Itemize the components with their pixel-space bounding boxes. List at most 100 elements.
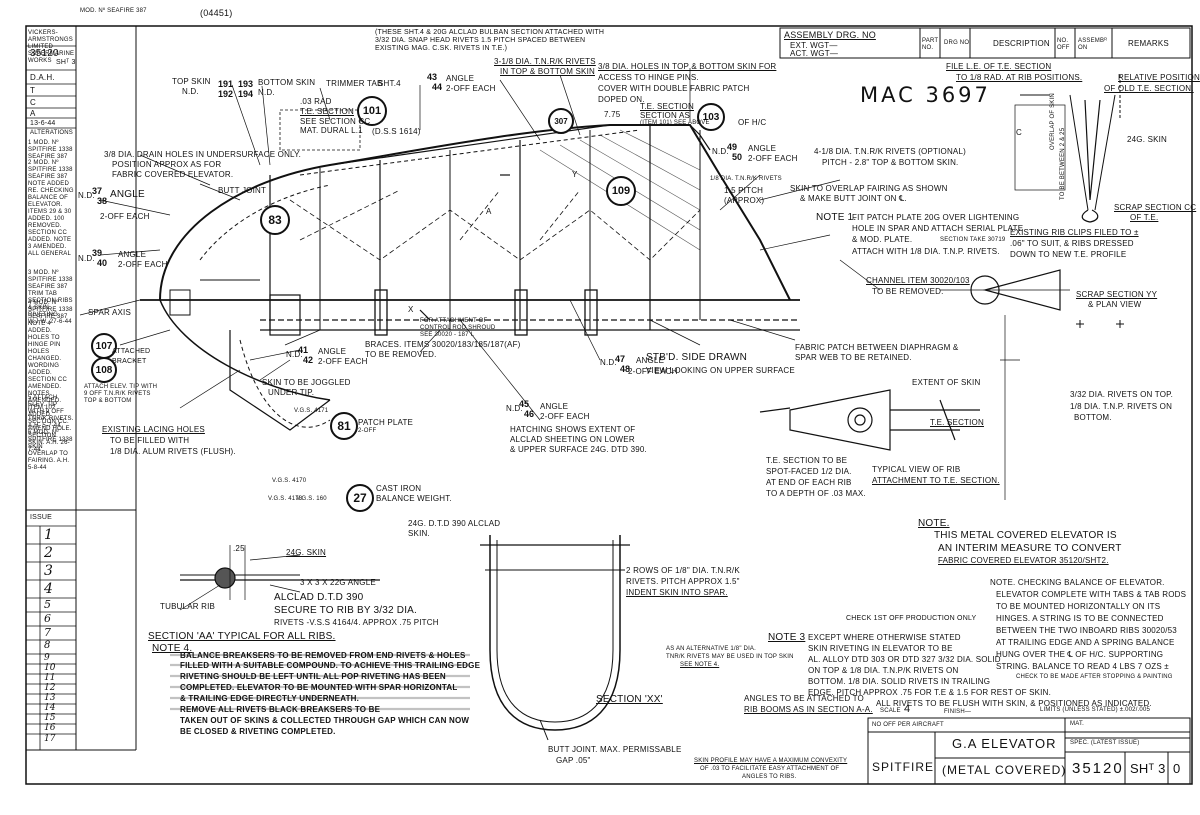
label-angle-47-off: 2-OFF EACH [628,367,678,376]
label-angle-45-nd: N.D. [506,404,523,413]
item-101: 101 [357,96,387,126]
item-41: 41 [298,345,309,355]
item-307: 307 [548,108,574,134]
label-lacing: EXISTING LACING HOLES [102,425,205,434]
label-stbd2: VIEW LOOKING ON UPPER SURFACE [646,366,795,375]
label-relative: RELATIVE POSITION [1118,73,1200,82]
item-40: 40 [97,258,108,268]
label-control-rod: FOR ATTACHMENT OF [420,318,488,324]
item-46: 46 [524,409,535,419]
label-note4h: BE CLOSED & RIVETING COMPLETED. [180,727,336,736]
label-te-spot4: TO A DEPTH OF .03 MAX. [766,489,866,498]
label-note1e: ATTACH WITH 1/8 DIA. T.N.P. RIVETS. [852,247,1000,256]
label-hatching3: & UPPER SURFACE 24G. DTD 390. [510,445,647,454]
label-angle-45-off: 2-OFF EACH [540,412,590,421]
label-rivets-4: 4-1/8 DIA. T.N.R/K RIVETS (OPTIONAL) [814,147,966,156]
label-bottom-skin: BOTTOM SKIN [258,78,316,87]
label-angle-47-nd: N.D. [600,358,617,367]
label-trimmer-tab-sht: SHT.4 [378,79,401,88]
label-existing-rib3: DOWN TO NEW T.E. PROFILE [1010,250,1127,259]
label-drain2: POSITION APPROX AS FOR [112,160,222,169]
label-stbd: STB'D. SIDE DRAWN [646,352,748,363]
top-rivet-note: (THESE SHT.4 & 20G ALCLAD BULBAN SECTION… [375,29,605,52]
label-relative2: OF OLD T.E. SECTION. [1104,84,1194,93]
title-sheet: SHᵀ 3 [1130,761,1166,776]
label-skin-profile: SKIN PROFILE MAY HAVE A MAXIMUM CONVEXIT… [694,758,848,764]
label-attach-elev3: TOP & BOTTOM [84,398,132,404]
parts-header-description: DESCRIPTION [993,39,1050,48]
label-note-balance3: TO BE MOUNTED HORIZONTALLY ON ITS [996,602,1161,611]
label-angle-spec3: SECURE TO RIB BY 3/32 DIA. [274,605,418,616]
label-drain: 3/8 DIA. DRAIN HOLES IN UNDERSURFACE ONL… [104,150,302,159]
label-bottom-skin-nd: N.D. [258,88,275,97]
issue-mark: 7 [44,626,51,639]
alteration-entry: 4 MOD. Nº SPITFIRE 1338 SEAFIRE 387 NOTE… [28,300,73,453]
label-butt-joint-b2: GAP .05" [556,756,591,765]
title-scale-value: 4 [904,703,911,715]
label-skin-24g-cc: 24G. SKIN [1127,135,1168,144]
label-section-xx: SECTION 'XX' [596,694,663,705]
label-butt-joint-b: BUTT JOINT. MAX. PERMISSABLE [548,745,682,754]
label-note3b: SKIN RIVETING IN ELEVATOR TO BE [808,644,953,653]
parts-header-part-no: PART No. [922,38,939,51]
label-note1: NOTE 1. [816,212,857,223]
label-note-balance7: HUNG OVER THE ℄ OF H/C. SUPPORTING [996,650,1164,659]
title-limits: LIMITS (UNLESS STATED) ±.002/.005 [1040,707,1151,713]
label-note3g: ALL RIVETS TO BE FLUSH WITH SKIN, & POSI… [876,699,1152,708]
item-37: 37 [92,186,103,196]
label-channel2: TO BE REMOVED. [872,287,944,296]
title-issue-mark: 0 [1173,761,1181,776]
item-83: 83 [260,205,290,235]
label-note4c: RIVETING SHOULD BE LEFT UNTIL ALL POP RI… [180,672,446,681]
issue-mark: 13 [44,693,56,703]
label-te-spot: T.E. SECTION TO BE [766,456,848,465]
label-angle-41: ANGLE [318,347,347,356]
label-control-rod2: CONTROL ROD SHROUD [420,325,496,331]
label-te-section-as3: (ITEM 101) SEE ABOVE [640,120,710,126]
label-rows-2: 2 ROWS OF 1/8" DIA. T.N.R/K [626,566,740,575]
left-col-header: VICKERS-ARMSTRONGS LIMITED SUPERMARINE W… [28,30,75,64]
label-angle-spec4: RIVETS -V.S.S 4164/4. APPROX .75 PITCH [274,618,439,627]
label-toggle2: UNDER TIP. [268,388,315,397]
label-note4f: REMOVE ALL RIVETS BLACK BREAKSERS TO BE [180,705,381,714]
label-angle-39-off: 2-OFF EACH [118,260,168,269]
left-col-row: C [30,98,36,107]
item-45: 45 [519,399,530,409]
label-skin-24: 24G. SKIN [286,548,327,557]
mod-note-column: MOD. Nº SEAFIRE 387 [80,8,147,14]
label-rivets-tnrk2: IN TOP & BOTTOM SKIN [500,67,595,76]
label-angle-49-nd: N.D. [712,147,729,156]
label-extent-skin: EXTENT OF SKIN [912,378,981,387]
issue-mark: 2 [44,545,53,561]
label-te-spot3: AT END OF EACH RIB [766,478,852,487]
alteration-entry: 5 ATTACH ELEV. TIP WITH 9 OFF TNR/K RIVE… [28,395,74,429]
label-overlap-skin: OVERLAP OF SKIN [1050,93,1056,150]
label-angles-attached: ANGLES TO BE ATTACHED TO [744,694,864,703]
label-balance-weight: BALANCE WEIGHT. [376,494,452,503]
label-note3c: AL. ALLOY DTD 303 OR DTD 327 3/32 DIA. S… [808,655,1001,664]
label-te-section-as: T.E. SECTION [640,102,694,111]
alteration-entry: 1 MOD. Nº SPITFIRE 1338 SEAFIRE 387 [28,140,73,160]
label-attach-elev2: 9 OFF T.N.R/K RIVETS [84,391,151,397]
item-191: 191 [218,79,234,89]
title-name: G.A ELEVATOR [952,736,1057,751]
parts-header-drg-no: DRG No. [944,40,972,46]
label-hatching: HATCHING SHOWS EXTENT OF [510,425,636,434]
item-43: 43 [427,72,438,82]
label-note-main3: AN INTERIM MEASURE TO CONVERT [938,543,1122,554]
label-spar-axis: SPAR AXIS [88,308,132,317]
label-note4e: & TRAILING EDGE DIRECTLY UNDERNEATH. [180,694,360,703]
label-note-balance2: ELEVATOR COMPLETE WITH TABS & TAB RODS [996,590,1187,599]
label-rad: .03 RAD [300,97,332,106]
label-pitch-15b: 1.5 PITCH [724,186,764,195]
label-mat-dural: MAT. DURAL L.1 [300,126,363,135]
label-of-hc: OF H/C [738,118,767,127]
item-47: 47 [615,354,626,364]
label-note4a: BALANCE BREAKSERS TO BE REMOVED FROM END… [180,651,466,660]
label-alternative3: SEE NOTE 4. [680,662,720,668]
label-fabric-patch2: SPAR WEB TO BE RETAINED. [795,353,912,362]
left-col-row: D.A.H. [30,73,55,82]
issue-mark: 5 [44,598,51,611]
label-note-main2: THIS METAL COVERED ELEVATOR IS [934,530,1117,541]
label-note1a: FIT PATCH PLATE 20G OVER LIGHTENING [852,213,1020,222]
